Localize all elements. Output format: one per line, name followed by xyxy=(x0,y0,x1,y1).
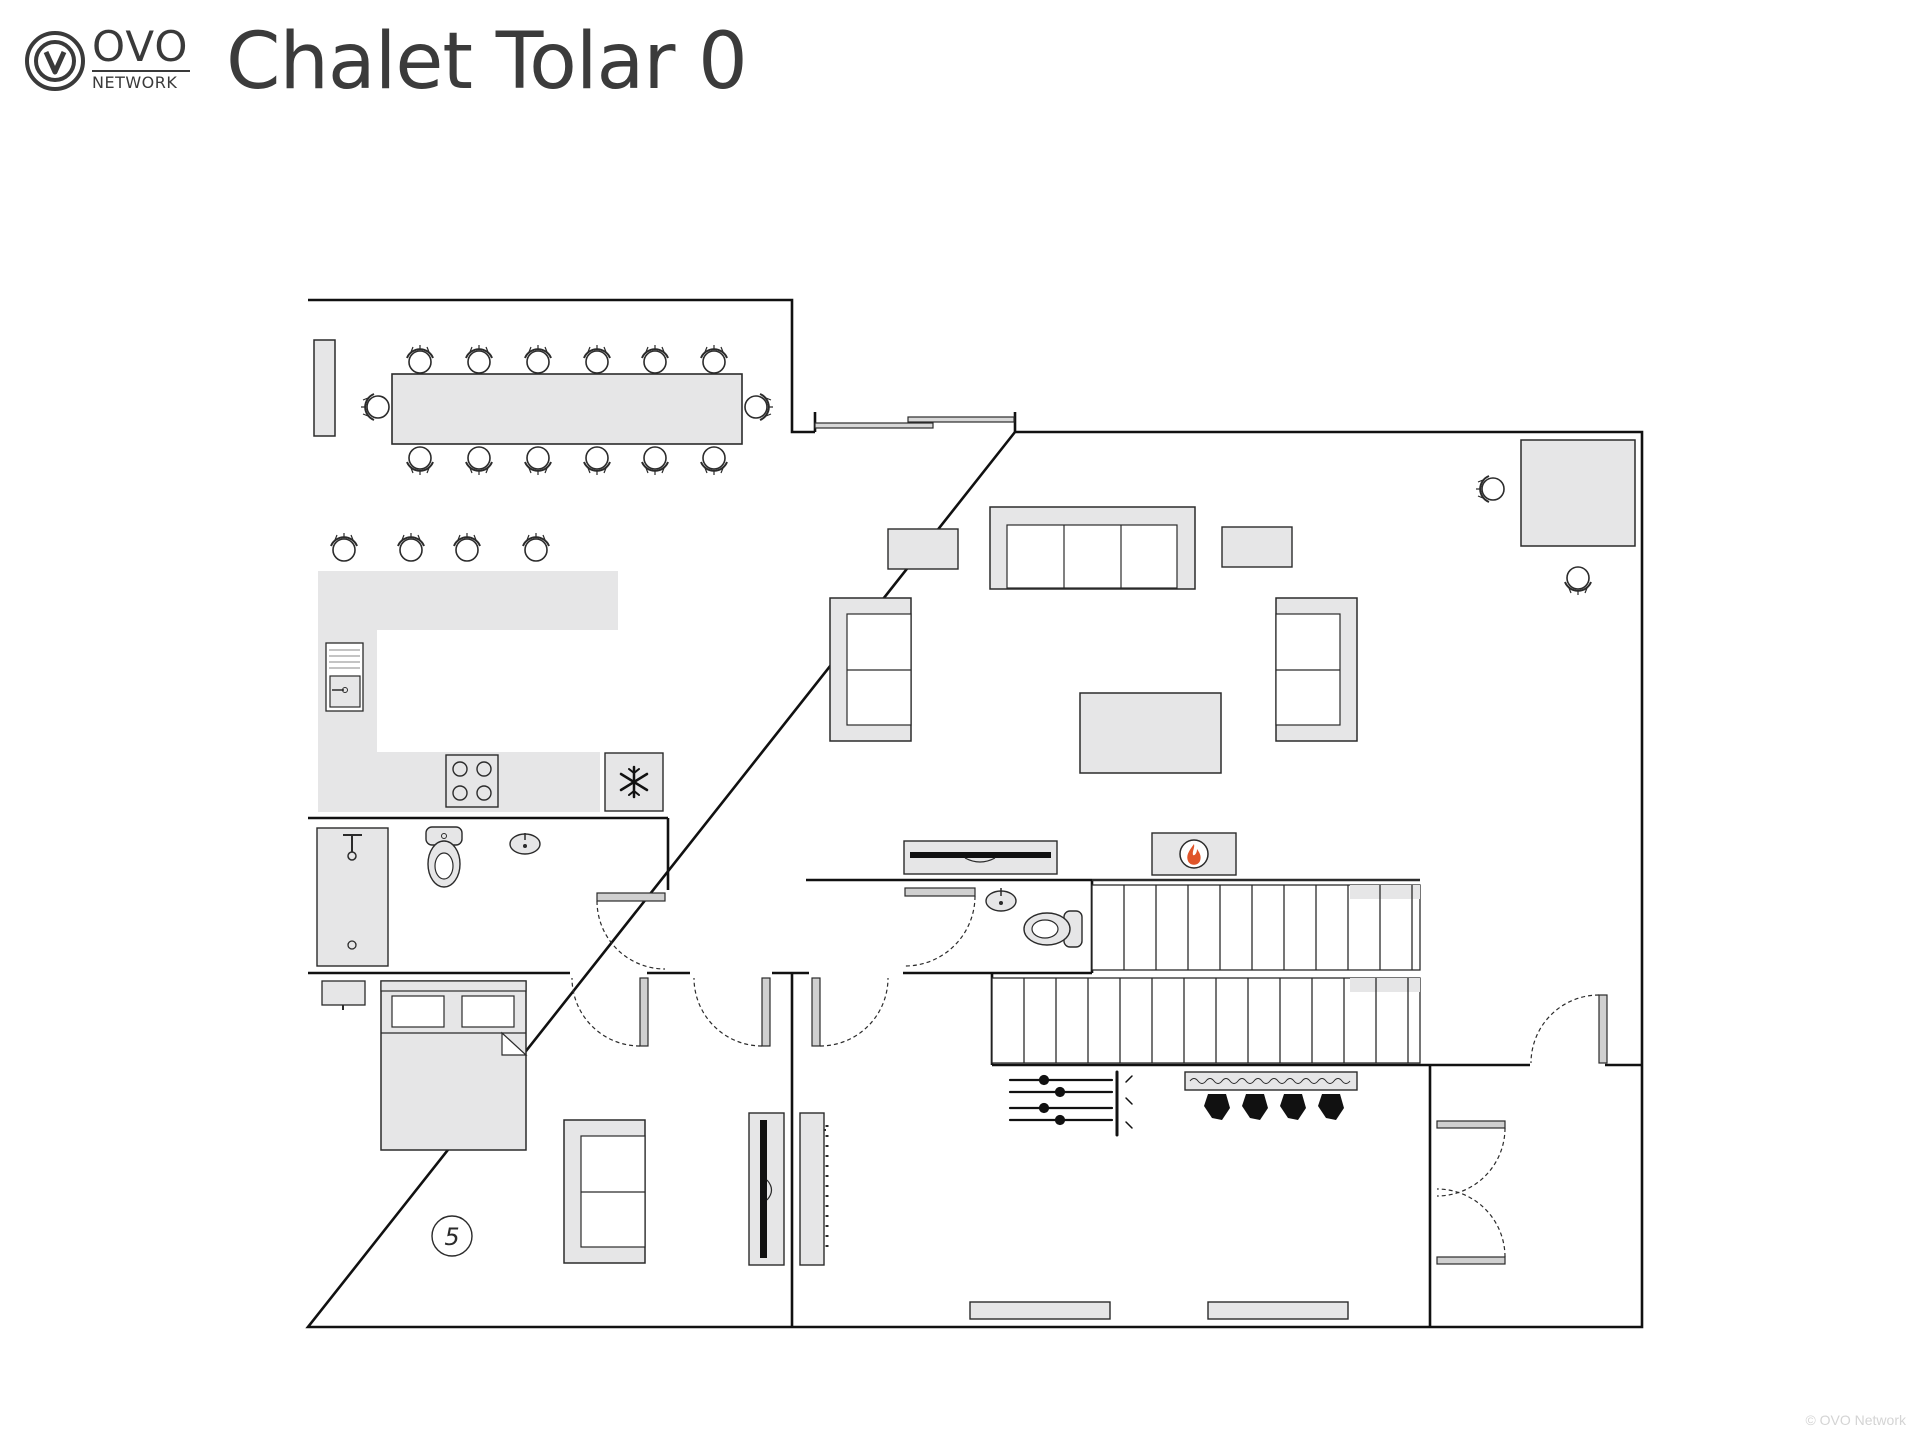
wc-washbasin xyxy=(985,888,1017,912)
bedroom: 5 xyxy=(321,980,785,1266)
kitchen xyxy=(318,532,664,812)
door-stairs[interactable] xyxy=(1598,994,1608,1064)
armchair-right xyxy=(1275,597,1358,742)
copyright-notice: © OVO Network xyxy=(1805,1412,1906,1428)
coffee-table xyxy=(1079,692,1222,774)
wardrobe xyxy=(799,1112,830,1266)
brand-logo: OVO NETWORK xyxy=(24,22,194,98)
wc xyxy=(985,888,1083,948)
cooktop xyxy=(445,754,499,808)
logo-subtitle: NETWORK xyxy=(92,70,190,92)
bench-right xyxy=(1207,1301,1349,1320)
ski-boots-icon xyxy=(1184,1071,1358,1120)
dining-area xyxy=(313,339,774,476)
tv-console xyxy=(903,840,1058,875)
stairs-lower-treads xyxy=(1023,978,1409,1063)
kitchen-sink xyxy=(325,642,364,712)
wc-toilet xyxy=(1023,910,1083,948)
bathroom xyxy=(316,826,541,967)
doors[interactable] xyxy=(571,887,1608,1265)
ski-rack-icon xyxy=(1008,1070,1133,1137)
side-table-right xyxy=(1221,526,1293,568)
fridge xyxy=(604,752,664,812)
door-wc[interactable] xyxy=(904,887,976,897)
sofa xyxy=(989,506,1196,590)
fireplace xyxy=(1151,832,1237,876)
bench-left xyxy=(969,1301,1111,1320)
side-table-left xyxy=(887,528,959,570)
room-number-label: 5 xyxy=(444,1223,459,1251)
bar-stools xyxy=(330,532,550,562)
bathtub xyxy=(316,827,389,967)
entrance-door-bottom[interactable] xyxy=(1436,1256,1506,1265)
stairs-upper-treads xyxy=(1123,885,1413,970)
game-table xyxy=(1475,439,1636,596)
door-hall[interactable] xyxy=(811,977,821,1047)
bedroom-sofa xyxy=(563,1119,646,1264)
fireplace-icon xyxy=(1187,844,1201,865)
page-title: Chalet Tolar 0 xyxy=(226,17,748,107)
nightstand xyxy=(321,980,366,1006)
door-bedroom-2[interactable] xyxy=(761,977,771,1047)
ski-room xyxy=(799,1070,1358,1320)
entrance-door-top[interactable] xyxy=(1436,1120,1506,1129)
door-bathroom[interactable] xyxy=(596,892,666,902)
walls xyxy=(305,298,1644,1329)
snowflake-icon xyxy=(619,765,649,799)
logo-brand-text: OVO xyxy=(92,22,189,71)
double-bed xyxy=(380,980,528,1151)
ovo-logo-icon xyxy=(25,31,85,91)
sideboard xyxy=(313,339,336,437)
door-bedroom-1[interactable] xyxy=(639,977,649,1047)
sliding-door[interactable] xyxy=(814,416,1015,429)
toilet xyxy=(425,826,463,888)
armchair-left xyxy=(829,597,912,742)
dining-table xyxy=(391,373,743,445)
bedroom-tv xyxy=(748,1112,785,1266)
living-area xyxy=(829,439,1636,876)
staircase xyxy=(991,878,1421,1064)
washbasin xyxy=(509,833,541,855)
